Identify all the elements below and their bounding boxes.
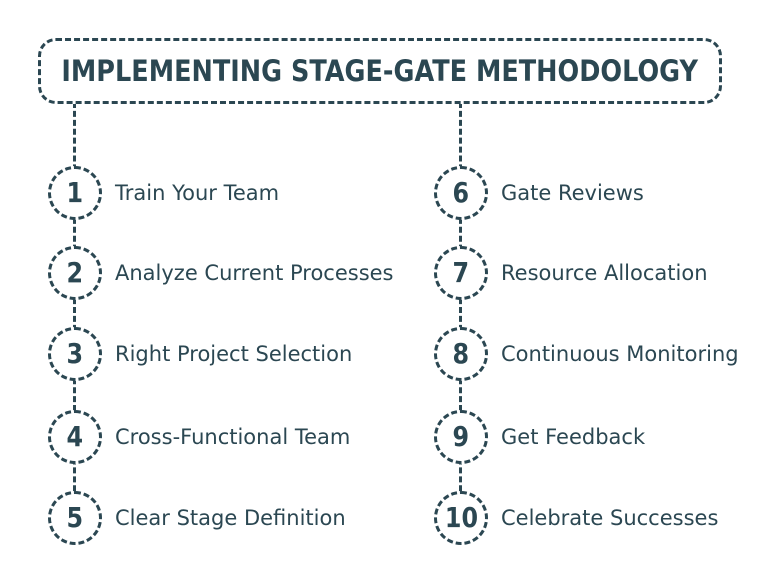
step-number: 3	[66, 337, 84, 370]
step-number: 2	[66, 256, 84, 289]
step-number-badge: 8	[434, 327, 488, 381]
step-item-10: 10 Celebrate Successes	[434, 491, 718, 545]
step-number-badge: 1	[48, 166, 102, 220]
step-number-badge: 2	[48, 246, 102, 300]
connector-line-right	[459, 102, 462, 518]
step-number-badge: 9	[434, 410, 488, 464]
step-item-7: 7 Resource Allocation	[434, 246, 708, 300]
step-number: 10	[444, 501, 478, 534]
step-number: 9	[452, 420, 470, 453]
step-number-badge: 5	[48, 491, 102, 545]
step-label: Get Feedback	[501, 425, 646, 449]
step-item-8: 8 Continuous Monitoring	[434, 327, 739, 381]
step-number: 8	[452, 337, 470, 370]
step-label: Cross-Functional Team	[115, 425, 351, 449]
step-number: 6	[452, 176, 470, 209]
step-label: Right Project Selection	[115, 342, 353, 366]
step-label: Train Your Team	[115, 181, 280, 205]
step-item-3: 3 Right Project Selection	[48, 327, 352, 381]
step-number: 5	[66, 501, 84, 534]
step-label: Analyze Current Processes	[115, 261, 394, 285]
step-item-4: 4 Cross-Functional Team	[48, 410, 350, 464]
step-number-badge: 4	[48, 410, 102, 464]
step-number: 7	[452, 256, 470, 289]
step-item-2: 2 Analyze Current Processes	[48, 246, 394, 300]
step-item-1: 1 Train Your Team	[48, 166, 279, 220]
step-number-badge: 7	[434, 246, 488, 300]
step-item-5: 5 Clear Stage Definition	[48, 491, 346, 545]
step-label: Gate Reviews	[501, 181, 644, 205]
step-item-6: 6 Gate Reviews	[434, 166, 644, 220]
step-label: Celebrate Successes	[501, 506, 719, 530]
step-label: Continuous Monitoring	[501, 342, 739, 366]
page-title: IMPLEMENTING STAGE-GATE METHODOLOGY	[61, 54, 699, 88]
step-label: Clear Stage Definition	[115, 506, 346, 530]
step-item-9: 9 Get Feedback	[434, 410, 645, 464]
step-number: 1	[66, 176, 84, 209]
step-label: Resource Allocation	[501, 261, 708, 285]
title-box: IMPLEMENTING STAGE-GATE METHODOLOGY	[38, 38, 722, 104]
step-number-badge: 6	[434, 166, 488, 220]
step-number: 4	[66, 420, 84, 453]
step-number-badge: 3	[48, 327, 102, 381]
connector-line-left	[73, 102, 76, 518]
step-number-badge: 10	[434, 491, 488, 545]
